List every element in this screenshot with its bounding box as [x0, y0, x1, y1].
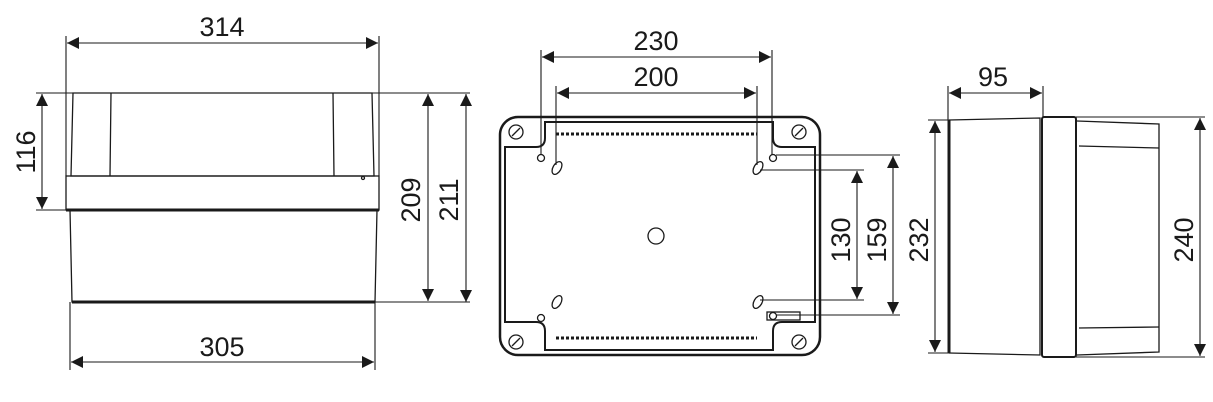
center-hole	[647, 227, 665, 245]
dim-240: 240	[1169, 217, 1199, 262]
side-view: 95 232 240	[904, 62, 1206, 358]
dim-314: 314	[199, 12, 244, 42]
dim-159: 159	[862, 217, 892, 262]
front-view: 314 305 116 209 211	[11, 12, 472, 370]
dim-305: 305	[199, 332, 244, 362]
mounting-holes	[536, 153, 801, 323]
bottom-view: 230 200 130 159	[498, 26, 900, 357]
dim-95: 95	[978, 62, 1008, 92]
screw-icons	[508, 124, 807, 350]
dim-230: 230	[633, 26, 678, 56]
dim-200: 200	[633, 62, 678, 92]
dim-130: 130	[826, 217, 856, 262]
dim-209: 209	[396, 177, 426, 222]
dim-116: 116	[11, 130, 41, 173]
dim-232: 232	[904, 217, 934, 262]
dim-211: 211	[434, 178, 464, 221]
